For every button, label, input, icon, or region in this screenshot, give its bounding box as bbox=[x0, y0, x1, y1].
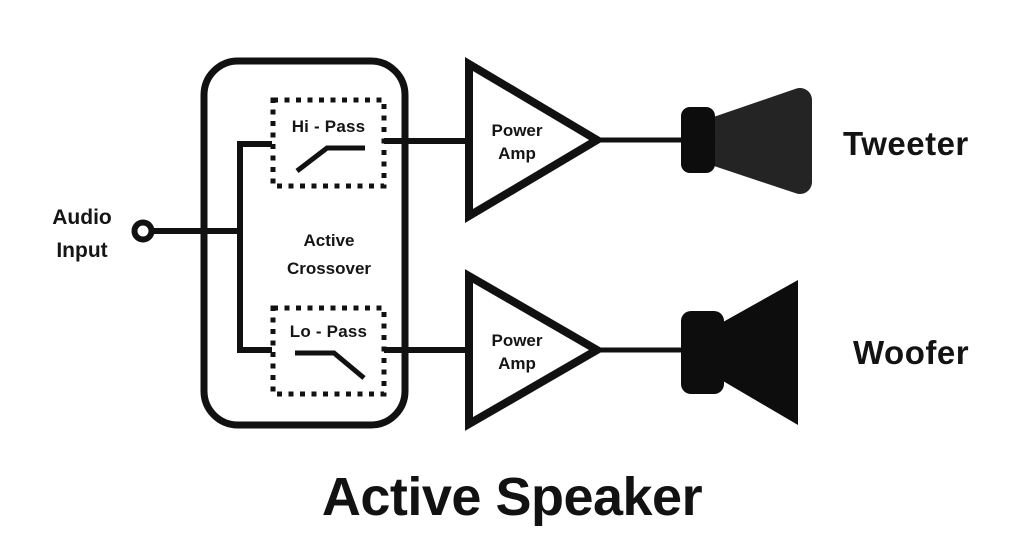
power-amp-bottom-label: Power Amp bbox=[472, 329, 562, 375]
lo-pass-filter-curve-icon bbox=[295, 350, 366, 380]
power-amp-top-triangle-icon bbox=[465, 56, 605, 224]
power-amp-bottom-triangle-icon bbox=[465, 269, 605, 431]
audio-input-terminal-icon bbox=[131, 219, 155, 243]
active-crossover-label-line2: Crossover bbox=[286, 259, 372, 278]
woofer-icon bbox=[681, 280, 798, 425]
hi-pass-filter-curve-icon bbox=[295, 145, 365, 173]
hi-pass-label: Hi - Pass bbox=[291, 117, 366, 136]
active-crossover-label: Active Crossover bbox=[270, 227, 388, 283]
crossover-box bbox=[200, 57, 409, 429]
hi-pass-filter-box bbox=[270, 97, 387, 189]
power-amp-top-label-line1: Power bbox=[491, 121, 543, 140]
power-amp-top-label: Power Amp bbox=[472, 119, 562, 165]
lo-pass-label: Lo - Pass bbox=[289, 322, 368, 341]
wire-crossover-splitter bbox=[237, 141, 272, 353]
power-amp-bottom-label-line2: Amp bbox=[498, 354, 536, 373]
woofer-label: Woofer bbox=[853, 334, 970, 371]
power-amp-bottom-label-line1: Power bbox=[491, 331, 543, 350]
power-amp-top-label-line2: Amp bbox=[498, 144, 536, 163]
active-crossover-label-line1: Active bbox=[303, 231, 355, 250]
tweeter-icon bbox=[681, 88, 812, 194]
audio-input-label: Audio Input bbox=[32, 201, 132, 267]
tweeter-label: Tweeter bbox=[843, 125, 969, 162]
audio-input-label-line2: Input bbox=[56, 239, 108, 262]
audio-input-label-line1: Audio bbox=[52, 206, 112, 229]
diagram-title: Active Speaker bbox=[321, 467, 703, 527]
